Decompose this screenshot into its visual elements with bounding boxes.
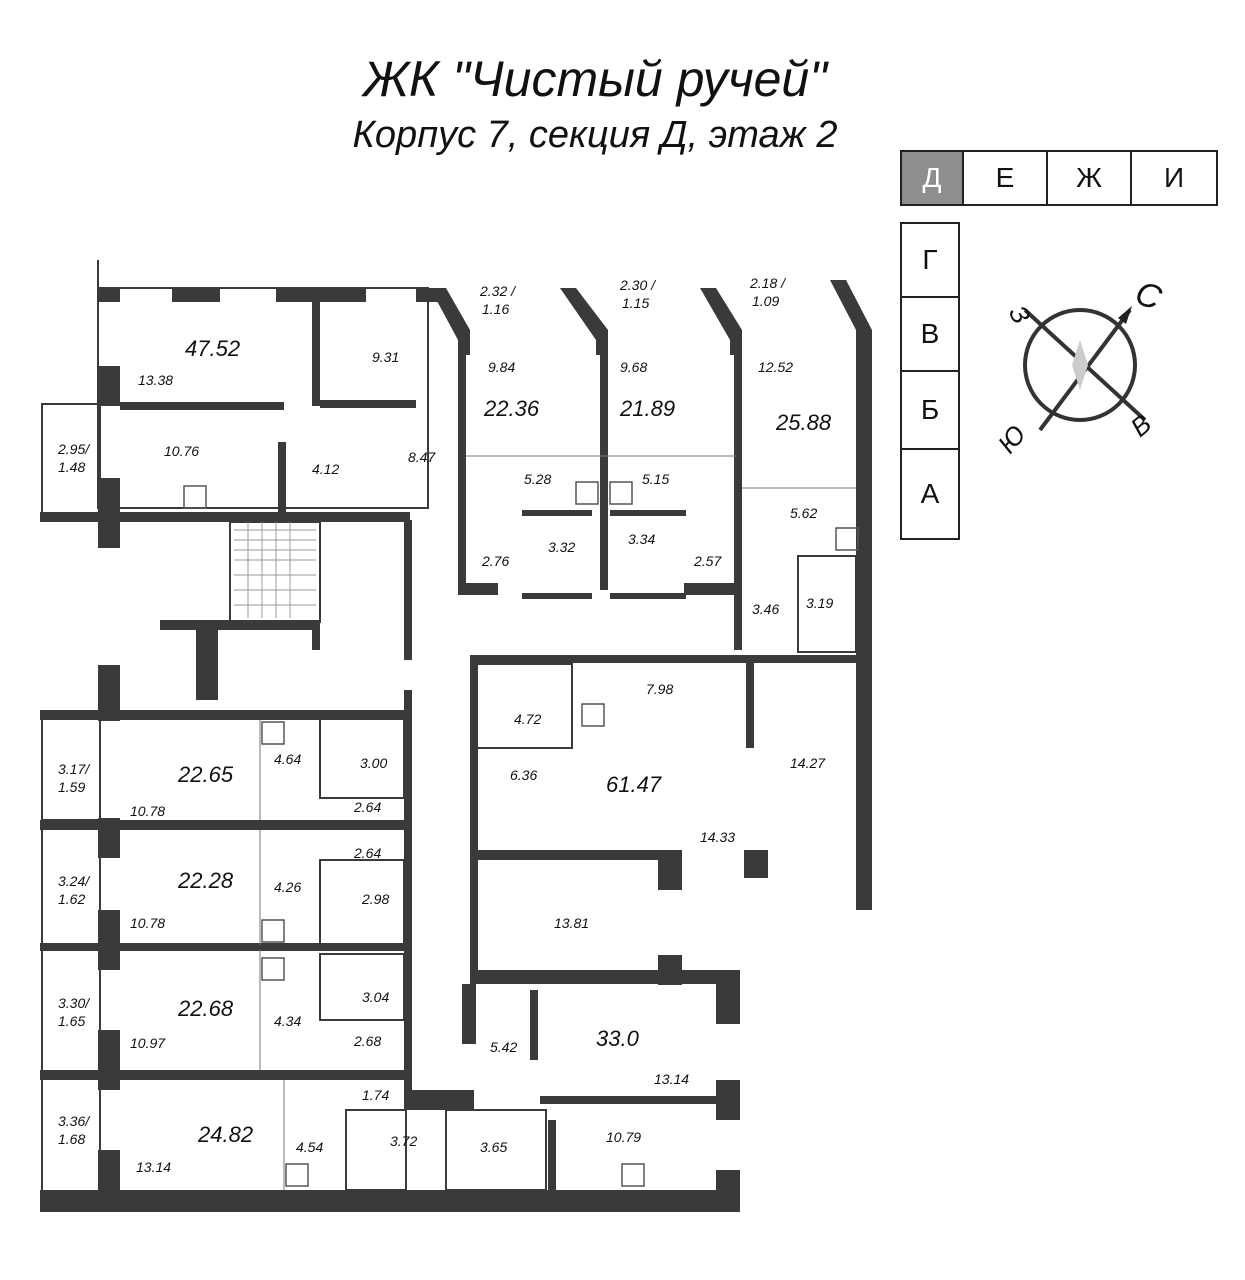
balcony-area: 1.65 [58,1013,85,1029]
apt-total: 61.47 [606,772,662,797]
room-area: 10.76 [164,443,199,459]
room-area: 3.34 [628,531,655,547]
apt-total: 22.68 [177,996,234,1021]
section-tab-d[interactable]: Д [900,150,964,206]
room-area: 14.27 [790,755,826,771]
room-area: 3.04 [362,989,389,1005]
section-tab-a[interactable]: А [900,448,960,540]
room-area: 4.12 [312,461,339,477]
room-area: 3.72 [390,1133,417,1149]
balcony-area: 2.32 / [479,283,517,299]
balcony-area: 1.62 [58,891,85,907]
compass-w: З [1003,300,1037,329]
balcony-area: 3.24/ [58,873,91,889]
complex-title: ЖК "Чистый ручей" [363,51,827,107]
room-area: 13.81 [554,915,589,931]
balcony-area: 3.17/ [58,761,91,777]
apartment-totals: 47.52 22.36 21.89 25.88 61.47 22.65 22.2… [177,336,832,1147]
room-area: 9.68 [620,359,647,375]
room-area: 6.36 [510,767,537,783]
balcony-area: 1.15 [622,295,649,311]
room-area: 2.64 [353,799,381,815]
apt-total: 22.28 [177,868,234,893]
room-area: 3.19 [806,595,833,611]
room-area: 4.72 [514,711,541,727]
room-area: 10.97 [130,1035,166,1051]
compass-s: Ю [992,419,1032,459]
section-tab-v[interactable]: В [900,296,960,372]
room-area: 10.78 [130,915,165,931]
room-area: 14.33 [700,829,735,845]
room-area: 4.54 [296,1139,323,1155]
apt-total: 24.82 [197,1122,253,1147]
room-area: 12.52 [758,359,793,375]
apt-total: 22.65 [177,762,234,787]
balcony-area: 1.48 [58,459,85,475]
room-area: 9.31 [372,349,399,365]
balcony-area: 1.68 [58,1131,85,1147]
partitions [41,260,857,1193]
apt-total: 25.88 [775,410,832,435]
room-area: 10.79 [606,1129,641,1145]
stove-icons [183,481,859,1187]
room-areas: 13.38 9.31 10.76 4.12 8.47 2.95/ 1.48 2.… [57,275,833,1175]
balcony-area: 3.36/ [58,1113,91,1129]
room-area: 13.14 [136,1159,171,1175]
section-tab-i[interactable]: И [1130,150,1218,206]
apt-total: 21.89 [619,396,675,421]
balcony-area: 2.95/ [57,441,91,457]
balcony-area: 1.16 [482,301,509,317]
north-arrow-icon [1118,306,1132,324]
compass-e: В [1125,408,1158,442]
balcony-area: 2.30 / [619,277,657,293]
apt-total: 47.52 [185,336,240,361]
room-area: 5.62 [790,505,817,521]
room-area: 5.15 [642,471,669,487]
balcony-area: 1.59 [58,779,85,795]
room-area: 5.42 [490,1039,517,1055]
room-area: 3.00 [360,755,387,771]
apt-total: 22.36 [483,396,540,421]
walls [40,280,872,1212]
compass-n: С [1130,274,1166,318]
section-tab-b[interactable]: Б [900,370,960,450]
section-tab-e[interactable]: Е [962,150,1048,206]
room-area: 2.64 [353,845,381,861]
balcony-area: 3.30/ [58,995,91,1011]
floor-subtitle: Корпус 7, секция Д, этаж 2 [352,114,838,156]
room-area: 2.76 [481,553,509,569]
compass [1023,306,1147,432]
balcony-area: 2.18 / [749,275,787,291]
apt-total: 33.0 [596,1026,640,1051]
room-area: 2.57 [693,553,722,569]
room-area: 3.32 [548,539,575,555]
room-area: 10.78 [130,803,165,819]
room-area: 8.47 [408,449,436,465]
section-tab-g[interactable]: Г [900,222,960,298]
room-area: 1.74 [362,1087,389,1103]
room-area: 9.84 [488,359,515,375]
room-area: 4.26 [274,879,301,895]
room-area: 13.38 [138,372,173,388]
room-area: 5.28 [524,471,551,487]
room-area: 13.14 [654,1071,689,1087]
balcony-area: 1.09 [752,293,779,309]
room-area: 2.98 [361,891,389,907]
room-area: 4.34 [274,1013,301,1029]
room-area: 3.65 [480,1139,507,1155]
room-area: 4.64 [274,751,301,767]
room-area: 7.98 [646,681,673,697]
room-area: 3.46 [752,601,779,617]
room-area: 2.68 [353,1033,381,1049]
